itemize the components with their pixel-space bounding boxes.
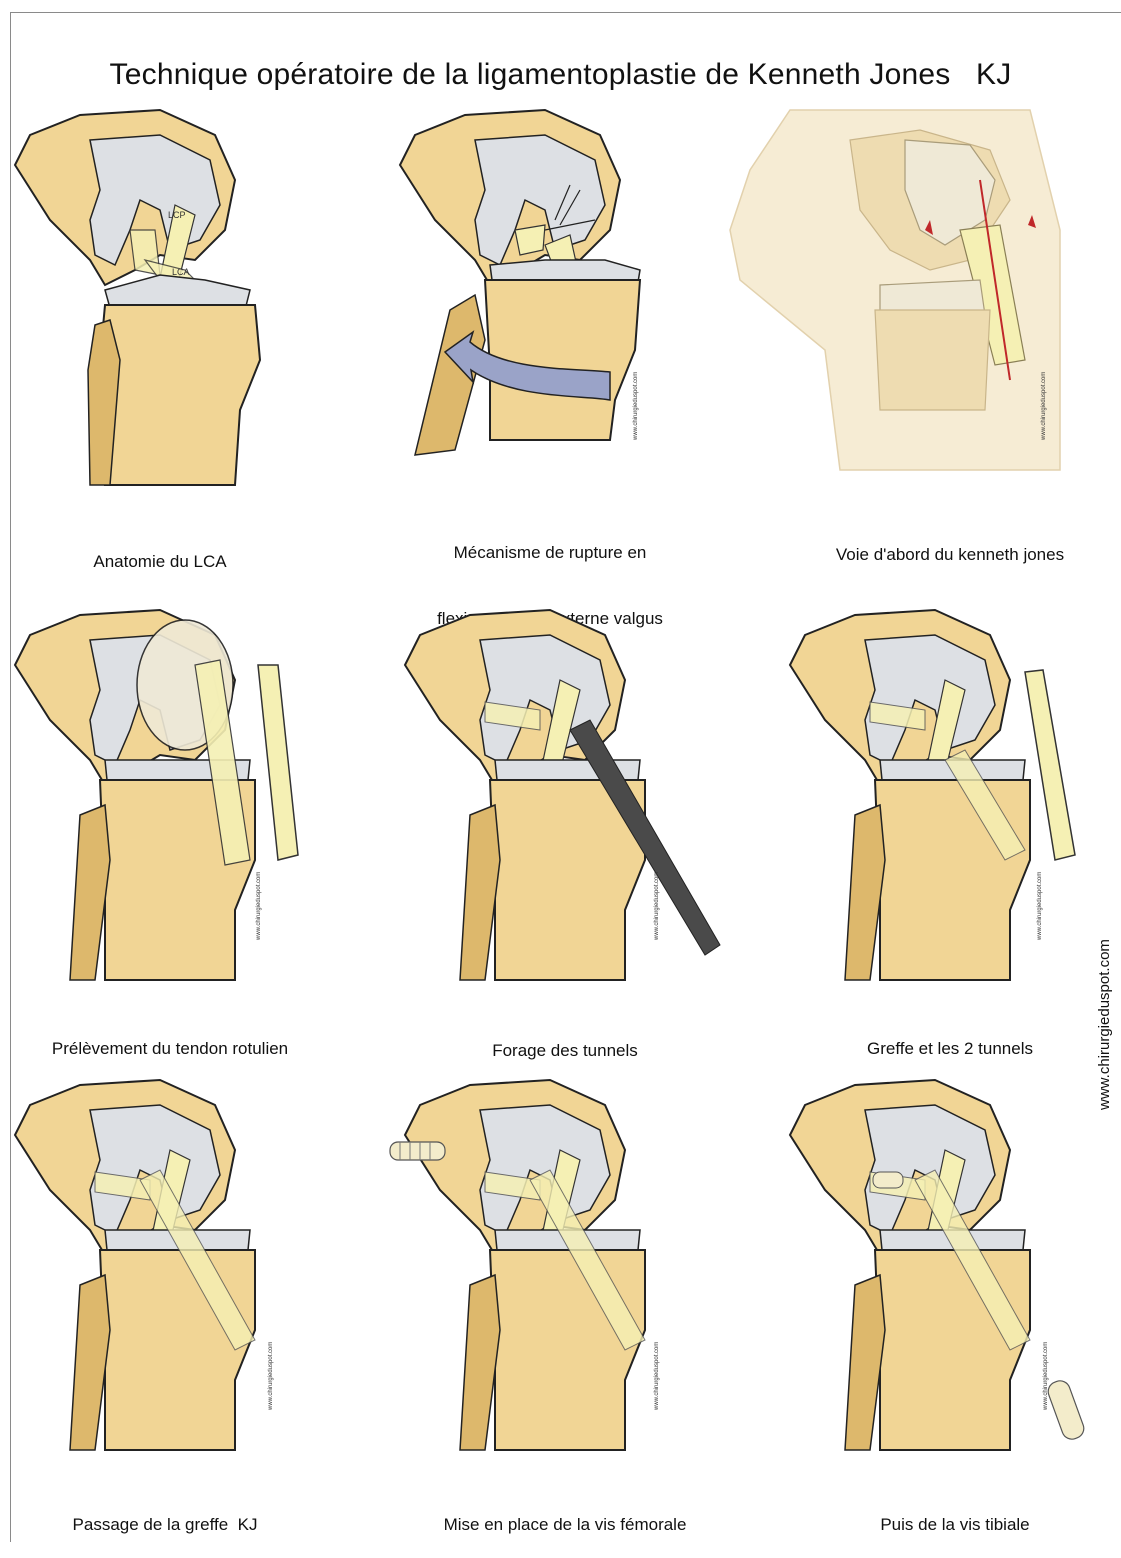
panel-rupture: www.chirurgieduspot.com bbox=[395, 110, 715, 490]
caption-6: Greffe et les 2 tunnels bbox=[790, 994, 1110, 1082]
femoral-screw-icon bbox=[390, 1142, 445, 1160]
panel-5-watermark: www.chirurgieduspot.com bbox=[654, 872, 660, 941]
knee-rupture-illustration: www.chirurgieduspot.com bbox=[395, 110, 715, 490]
panel-6-watermark: www.chirurgieduspot.com bbox=[1037, 872, 1043, 941]
knee-harvest-illustration: www.chirurgieduspot.com bbox=[10, 610, 330, 990]
panel-forage: www.chirurgieduspot.com bbox=[400, 610, 720, 990]
side-website-credit: www.chirurgieduspot.com bbox=[1096, 939, 1113, 1110]
caption-9: Puis de la vis tibiale bbox=[795, 1470, 1115, 1558]
caption-4: Prélèvement du tendon rotulien bbox=[20, 994, 320, 1082]
caption-4-line-1: Prélèvement du tendon rotulien bbox=[20, 1038, 320, 1060]
panel-passage: www.chirurgieduspot.com bbox=[10, 1080, 330, 1460]
figure-title: Technique opératoire de la ligamentoplas… bbox=[0, 58, 1121, 92]
caption-3: Voie d'abord du kenneth jones bbox=[790, 500, 1110, 588]
knee-femoral-screw-illustration: www.chirurgieduspot.com bbox=[400, 1080, 720, 1460]
knee-drill-illustration: www.chirurgieduspot.com bbox=[400, 610, 720, 990]
caption-5: Forage des tunnels bbox=[405, 996, 725, 1084]
knee-anatomy-illustration: LCP LCA bbox=[10, 110, 330, 490]
tibial-screw-icon bbox=[1045, 1378, 1086, 1442]
knee-tibial-screw-illustration: www.chirurgieduspot.com bbox=[785, 1080, 1105, 1460]
caption-2-line-1: Mécanisme de rupture en bbox=[390, 542, 710, 564]
panel-greffe: www.chirurgieduspot.com bbox=[785, 610, 1105, 990]
panel-9-watermark: www.chirurgieduspot.com bbox=[1043, 1342, 1049, 1411]
caption-7: Passage de la greffe KJ bbox=[15, 1470, 315, 1558]
knee-passage-illustration: www.chirurgieduspot.com bbox=[10, 1080, 330, 1460]
caption-5-line-1: Forage des tunnels bbox=[405, 1040, 725, 1062]
panel-3-watermark: www.chirurgieduspot.com bbox=[1041, 372, 1047, 441]
caption-6-line-1: Greffe et les 2 tunnels bbox=[790, 1038, 1110, 1060]
knee-graft-illustration: www.chirurgieduspot.com bbox=[785, 610, 1105, 990]
panel-vis-tibiale: www.chirurgieduspot.com bbox=[785, 1080, 1105, 1460]
panel-anatomie: LCP LCA bbox=[10, 110, 330, 490]
panel-2-watermark: www.chirurgieduspot.com bbox=[633, 372, 639, 441]
label-lcp: LCP bbox=[168, 210, 186, 220]
label-lca: LCA bbox=[172, 267, 190, 277]
panel-8-watermark: www.chirurgieduspot.com bbox=[654, 1342, 660, 1411]
panel-prelevement: www.chirurgieduspot.com bbox=[10, 610, 330, 990]
panel-vis-femorale: www.chirurgieduspot.com bbox=[400, 1080, 720, 1460]
caption-3-line-1: Voie d'abord du kenneth jones bbox=[790, 544, 1110, 566]
panel-voie-abord: www.chirurgieduspot.com bbox=[730, 110, 1050, 490]
caption-1-line-1: Anatomie du LCA bbox=[10, 551, 310, 573]
caption-7-line-1: Passage de la greffe KJ bbox=[15, 1514, 315, 1536]
caption-9-line-1: Puis de la vis tibiale bbox=[795, 1514, 1115, 1536]
panel-7-watermark: www.chirurgieduspot.com bbox=[268, 1342, 274, 1411]
knee-approach-illustration: www.chirurgieduspot.com bbox=[730, 110, 1050, 490]
caption-8: Mise en place de la vis fémorale bbox=[405, 1470, 725, 1558]
panel-4-watermark: www.chirurgieduspot.com bbox=[256, 872, 262, 941]
caption-8-line-1: Mise en place de la vis fémorale bbox=[405, 1514, 725, 1536]
caption-1: Anatomie du LCA bbox=[10, 507, 310, 595]
